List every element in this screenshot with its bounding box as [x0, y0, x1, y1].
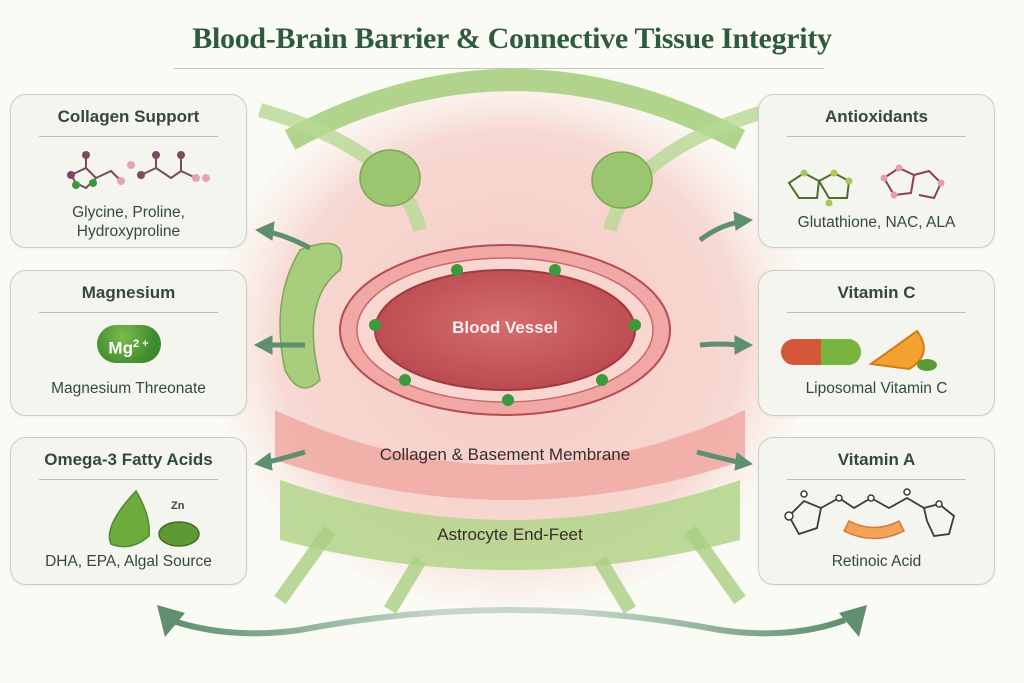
molecule-icon: [11, 143, 246, 203]
membrane-label: Collagen & Basement Membrane: [379, 445, 631, 464]
card-magnesium: Magnesium Mg2 + Magnesium Threonate: [10, 270, 247, 416]
astrocyte-label: Astrocyte End-Feet: [437, 525, 583, 544]
card-vitamin-a: Vitamin A Retinoic Acid: [758, 437, 995, 585]
pericyte: [279, 242, 343, 389]
card-divider: [39, 312, 218, 313]
card-caption: Liposomal Vitamin C: [759, 379, 994, 398]
retinoic-molecule-icon: [759, 486, 994, 552]
leaf-icon: Zn: [11, 486, 246, 552]
caption-line: DHA, EPA, Algal Source: [45, 553, 212, 570]
page-title: Blood-Brain Barrier & Connective Tissue …: [192, 22, 832, 55]
molecule-icon: [759, 143, 994, 215]
card-omega-3: Omega-3 Fatty Acids Zn DHA, EPA, Algal S…: [10, 437, 247, 585]
lower-astrocyte-processes: [274, 525, 746, 614]
card-divider: [787, 312, 966, 313]
caption-line: Glutathione, NAC, ALA: [797, 214, 956, 231]
bottom-double-arrow: [157, 605, 867, 637]
astrocyte-end-feet: [280, 480, 740, 570]
vessel-label: Blood Vessel: [452, 318, 558, 337]
card-title: Magnesium: [81, 283, 176, 302]
title-divider: [174, 68, 824, 69]
capsule-orange-icon: [759, 319, 994, 379]
card-caption: Glutathione, NAC, ALA: [759, 213, 994, 232]
upper-astrocyte-processes: [258, 69, 772, 232]
card-caption: DHA, EPA, Algal Source: [11, 552, 246, 571]
card-title: Vitamin C: [837, 283, 916, 302]
card-title: Omega-3 Fatty Acids: [44, 450, 213, 469]
card-antioxidants: Antioxidants Glutathione, NAC, ALA: [758, 94, 995, 248]
basement-membrane: [275, 410, 745, 500]
card-vitamin-c: Vitamin C Liposomal Vitamin C: [758, 270, 995, 416]
card-divider: [787, 479, 966, 480]
blood-vessel: [339, 244, 671, 416]
mg-badge: Mg2 +: [96, 325, 161, 363]
tight-junctions: [369, 264, 641, 406]
card-collagen-support: Collagen Support Glycine, Proline, Hydro…: [10, 94, 247, 248]
caption-line: Glycine, Proline,: [72, 204, 185, 221]
card-title: Collagen Support: [57, 107, 200, 126]
card-title: Vitamin A: [837, 450, 916, 469]
caption-line: Liposomal Vitamin C: [805, 380, 948, 397]
mg-ion-icon: Mg2 +: [11, 319, 246, 379]
card-divider: [787, 136, 966, 137]
caption-line: Magnesium Threonate: [51, 380, 206, 397]
card-divider: [39, 136, 218, 137]
caption-line: Hydroxyproline: [76, 223, 181, 240]
caption-line: Retinoic Acid: [831, 553, 922, 570]
card-caption: Magnesium Threonate: [11, 379, 246, 398]
card-divider: [39, 479, 218, 480]
zn-label: Zn: [171, 500, 185, 512]
card-caption: Retinoic Acid: [759, 552, 994, 571]
card-title: Antioxidants: [825, 107, 928, 126]
card-caption: Glycine, Proline, Hydroxyproline: [11, 203, 246, 241]
arrows: [253, 211, 754, 471]
